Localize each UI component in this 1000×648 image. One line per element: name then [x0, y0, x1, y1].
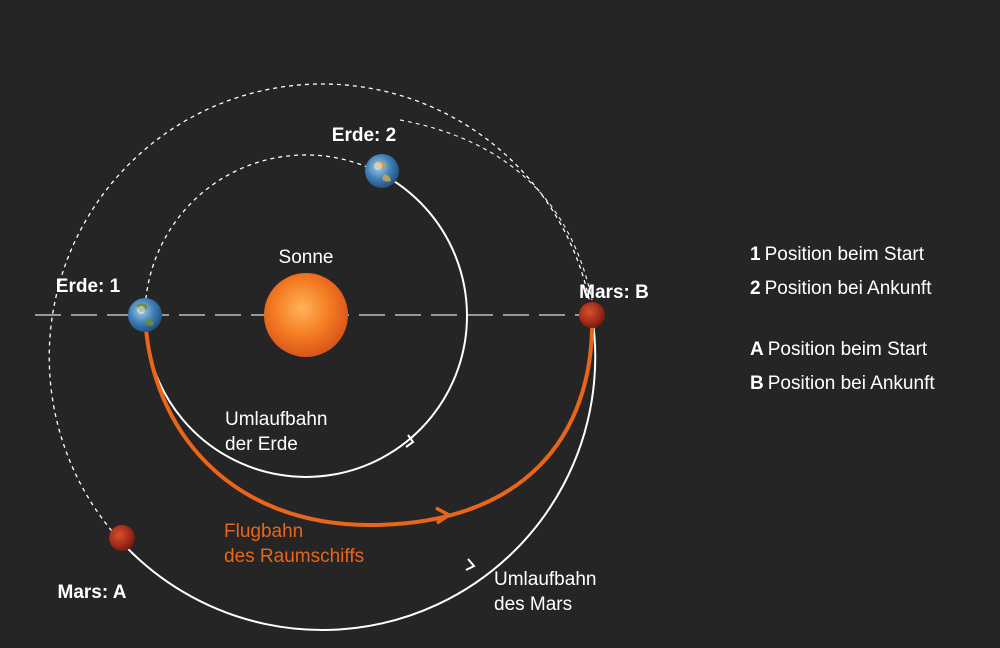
- mars-position-b: [579, 302, 605, 328]
- earth-orbit-label-line2: der Erde: [225, 434, 298, 455]
- mars-orbit-label-line2: des Mars: [494, 594, 572, 615]
- legend-key: B: [750, 373, 764, 394]
- mars-orbit-solid: [116, 314, 597, 631]
- mars-a-label: Mars: A: [58, 582, 127, 603]
- sun-label: Sonne: [279, 247, 334, 268]
- mars-b-label: Mars: B: [579, 282, 649, 303]
- earth-orbit-label-line1: Umlaufbahn: [225, 409, 327, 430]
- legend-key: 2: [750, 278, 761, 299]
- spacecraft-trajectory: [143, 314, 595, 528]
- guide-dashed-1: [399, 119, 593, 301]
- earth-1-label: Erde: 1: [56, 276, 121, 297]
- earth-2-label: Erde: 2: [332, 125, 396, 146]
- earth-orbit-arrow: [405, 434, 415, 448]
- legend-text: Position bei Ankunft: [767, 373, 935, 394]
- legend-text: Position beim Start: [767, 339, 928, 360]
- trajectory-arrow: [435, 506, 453, 525]
- trajectory-label-line1: Flugbahn: [224, 521, 303, 542]
- mars-orbit-dashed: [48, 83, 593, 538]
- earth-position-1: [128, 298, 162, 332]
- sun: [264, 273, 348, 357]
- legend-key: 1: [750, 244, 761, 265]
- trajectory-label-line2: des Raumschiffs: [224, 546, 364, 567]
- earth-position-2: [365, 154, 399, 188]
- mars-orbit-label-line1: Umlaufbahn: [494, 569, 596, 590]
- mars-position-a: [109, 525, 135, 551]
- legend-text: Position beim Start: [764, 244, 925, 265]
- legend-key: A: [750, 339, 764, 360]
- earth-orbit-dashed: [144, 154, 383, 316]
- mars-orbit-arrow: [465, 558, 476, 571]
- legend-text: Position bei Ankunft: [764, 278, 932, 299]
- earth-orbit-solid: [143, 173, 468, 478]
